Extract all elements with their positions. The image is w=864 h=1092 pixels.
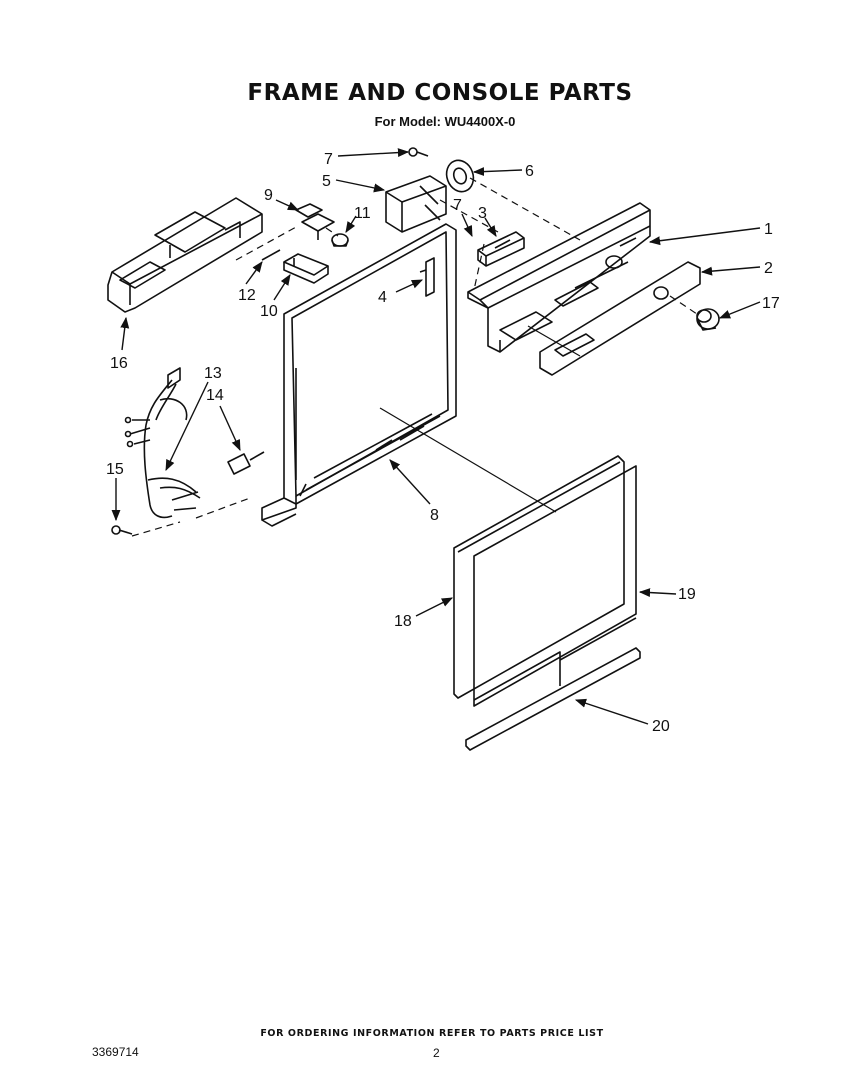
callout-7a: 7 xyxy=(324,151,333,168)
page-number: 2 xyxy=(433,1046,440,1060)
leader-14 xyxy=(219,405,241,452)
callout-11: 11 xyxy=(354,205,371,222)
callout-9: 9 xyxy=(264,187,273,204)
latch-block-part xyxy=(283,253,329,284)
pin-part xyxy=(261,249,281,261)
callout-13: 13 xyxy=(204,365,222,382)
callout-17: 17 xyxy=(762,295,780,312)
leader-9 xyxy=(275,199,300,211)
leader-10 xyxy=(273,274,291,301)
callout-14: 14 xyxy=(206,387,224,404)
small-knob-part xyxy=(331,233,349,247)
callout-12: 12 xyxy=(238,287,256,304)
callout-7b: 7 xyxy=(453,197,462,214)
leader-7b xyxy=(461,213,473,238)
console-panel-part xyxy=(467,202,651,353)
wire-harness-part xyxy=(124,367,201,519)
wire-connector-part xyxy=(227,451,265,475)
leader-7a xyxy=(337,148,410,158)
door-frame-part xyxy=(261,223,457,527)
console-overlay-part xyxy=(539,261,701,376)
leader-13 xyxy=(165,381,209,472)
leader-12 xyxy=(245,261,263,285)
leader-18 xyxy=(415,597,454,617)
callout-6: 6 xyxy=(525,163,534,180)
leader-1 xyxy=(648,227,761,246)
leader-8 xyxy=(389,459,431,505)
callout-5: 5 xyxy=(322,173,331,190)
leader-5 xyxy=(335,179,386,193)
mounting-screw-part xyxy=(111,525,133,535)
callout-2: 2 xyxy=(764,260,773,277)
front-panel-part xyxy=(473,465,637,707)
document-number: 3369714 xyxy=(92,1045,139,1059)
leader-16 xyxy=(120,316,130,351)
small-switch-part xyxy=(477,231,525,267)
leader-4 xyxy=(395,279,424,293)
callout-16: 16 xyxy=(110,355,128,372)
bezel-ring-part xyxy=(445,159,475,193)
console-end-bracket-part xyxy=(107,197,263,313)
door-strike-part xyxy=(419,257,435,297)
callout-8: 8 xyxy=(430,507,439,524)
ordering-note: FOR ORDERING INFORMATION REFER TO PARTS … xyxy=(260,1028,604,1039)
callout-19: 19 xyxy=(678,586,696,603)
leader-6 xyxy=(472,167,523,177)
leader-11 xyxy=(345,215,357,233)
hinge-clip-part xyxy=(295,203,335,240)
door-panel-part xyxy=(453,455,625,699)
leader-3 xyxy=(484,217,497,237)
callout-10: 10 xyxy=(260,303,278,320)
leader-2 xyxy=(700,266,761,276)
callout-18: 18 xyxy=(394,613,412,630)
callout-3: 3 xyxy=(478,205,487,222)
leader-20 xyxy=(574,698,649,725)
trim-strip-part xyxy=(465,617,641,751)
callout-20: 20 xyxy=(652,718,670,735)
page-title: FRAME AND CONSOLE PARTS xyxy=(247,80,633,106)
control-knob-part xyxy=(696,308,720,331)
switch-assembly-part xyxy=(385,175,447,233)
leader-17 xyxy=(718,301,761,319)
callout-4: 4 xyxy=(378,289,387,306)
screw-part xyxy=(408,147,429,157)
callout-15: 15 xyxy=(106,461,124,478)
callout-1: 1 xyxy=(764,221,773,238)
model-subtitle: For Model: WU4400X-0 xyxy=(374,114,516,129)
leader-19 xyxy=(638,588,677,598)
